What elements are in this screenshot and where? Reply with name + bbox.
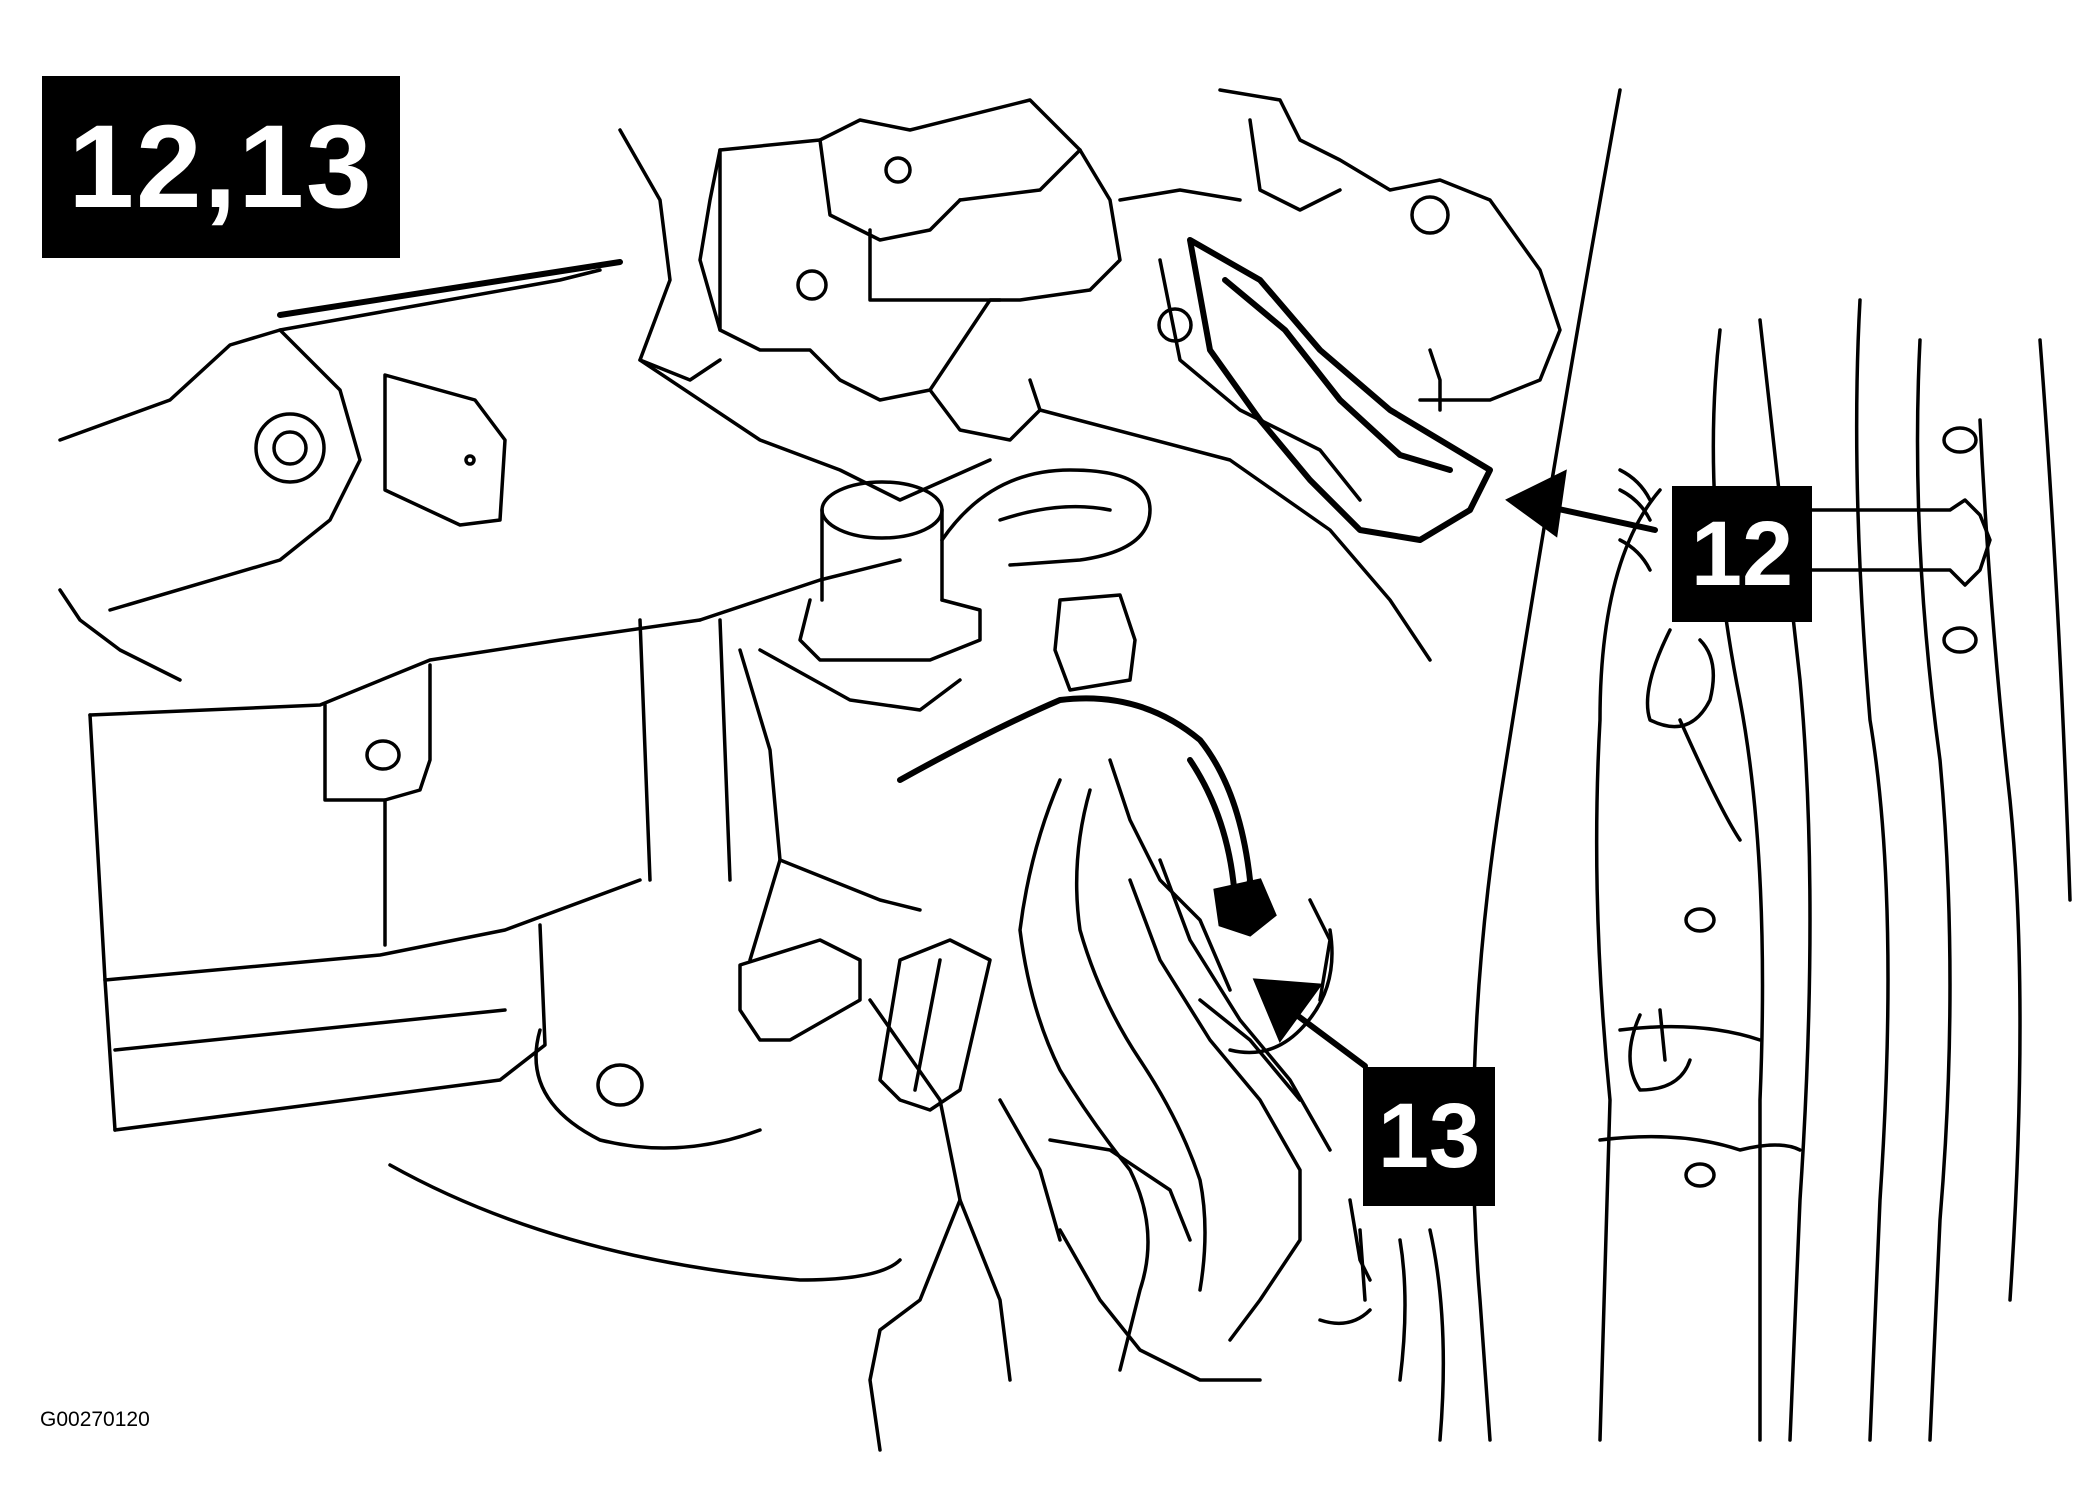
- upper-right-bracket: [1038, 88, 1562, 662]
- left-bracket: [58, 259, 623, 682]
- step-label: 12,13: [42, 76, 400, 258]
- arrow-icon: [1252, 469, 1658, 1069]
- lower-housing: [388, 998, 1012, 1452]
- engine-block: [88, 558, 902, 1132]
- connectors: [738, 648, 992, 1112]
- top-module: [618, 98, 1242, 502]
- callout-13: 13: [1363, 1067, 1495, 1206]
- callout-12: 12: [1672, 486, 1812, 622]
- right-panel: [1318, 88, 2072, 1442]
- figure-id: G00270120: [40, 1408, 150, 1431]
- actuator: [758, 468, 1152, 712]
- wiring-harness: [897, 695, 1334, 1382]
- callout-bar-12: [1618, 426, 1992, 1188]
